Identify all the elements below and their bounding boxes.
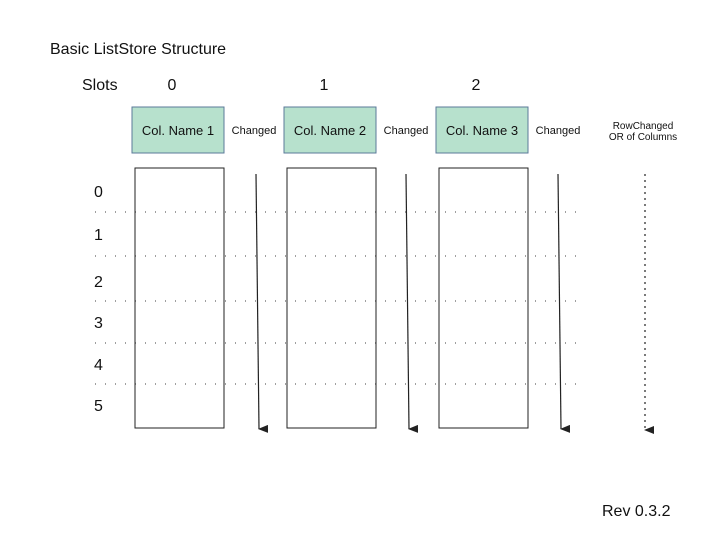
slot-number-0: 0 (168, 77, 177, 94)
row-changed-label-line2: OR of Columns (609, 132, 677, 143)
column-changed-label-2: Changed (384, 125, 429, 137)
column-cells-1 (134, 167, 225, 429)
column-header-box-3 (435, 106, 529, 154)
row-changed-label-line1: RowChanged (613, 121, 674, 132)
row-number-5: 5 (94, 398, 103, 415)
column-header-box-1 (131, 106, 225, 154)
row-number-3: 3 (94, 315, 103, 332)
column-2: Col. Name 2 Changed (283, 106, 429, 433)
column-changed-label-3: Changed (536, 125, 581, 137)
row-number-0: 0 (94, 184, 103, 201)
column-changed-arrow-3 (557, 173, 571, 433)
column-changed-arrow-2 (405, 173, 419, 433)
row-number-1: 1 (94, 227, 103, 244)
revision-label: Rev 0.3.2 (602, 503, 671, 520)
column-header-label-2: Col. Name 2 (294, 123, 366, 138)
column-1: Col. Name 1 Changed (131, 106, 277, 433)
column-header-label-3: Col. Name 3 (446, 123, 518, 138)
column-changed-label-1: Changed (232, 125, 277, 137)
column-cells-3 (438, 167, 529, 429)
diagram-title: Basic ListStore Structure (50, 41, 226, 58)
slot-number-1: 1 (320, 77, 329, 94)
row-numbers: 0 1 2 3 4 5 (94, 184, 103, 415)
slot-numbers: 0 1 2 (168, 77, 481, 94)
slots-label: Slots (82, 77, 118, 94)
row-number-4: 4 (94, 357, 103, 374)
row-separators (95, 211, 585, 385)
column-cells-2 (286, 167, 377, 429)
column-header-label-1: Col. Name 1 (142, 123, 214, 138)
row-number-2: 2 (94, 274, 103, 291)
column-changed-arrow-1 (255, 173, 269, 433)
column-3: Col. Name 3 Changed (435, 106, 581, 433)
slot-number-2: 2 (472, 77, 481, 94)
column-header-box-2 (283, 106, 377, 154)
